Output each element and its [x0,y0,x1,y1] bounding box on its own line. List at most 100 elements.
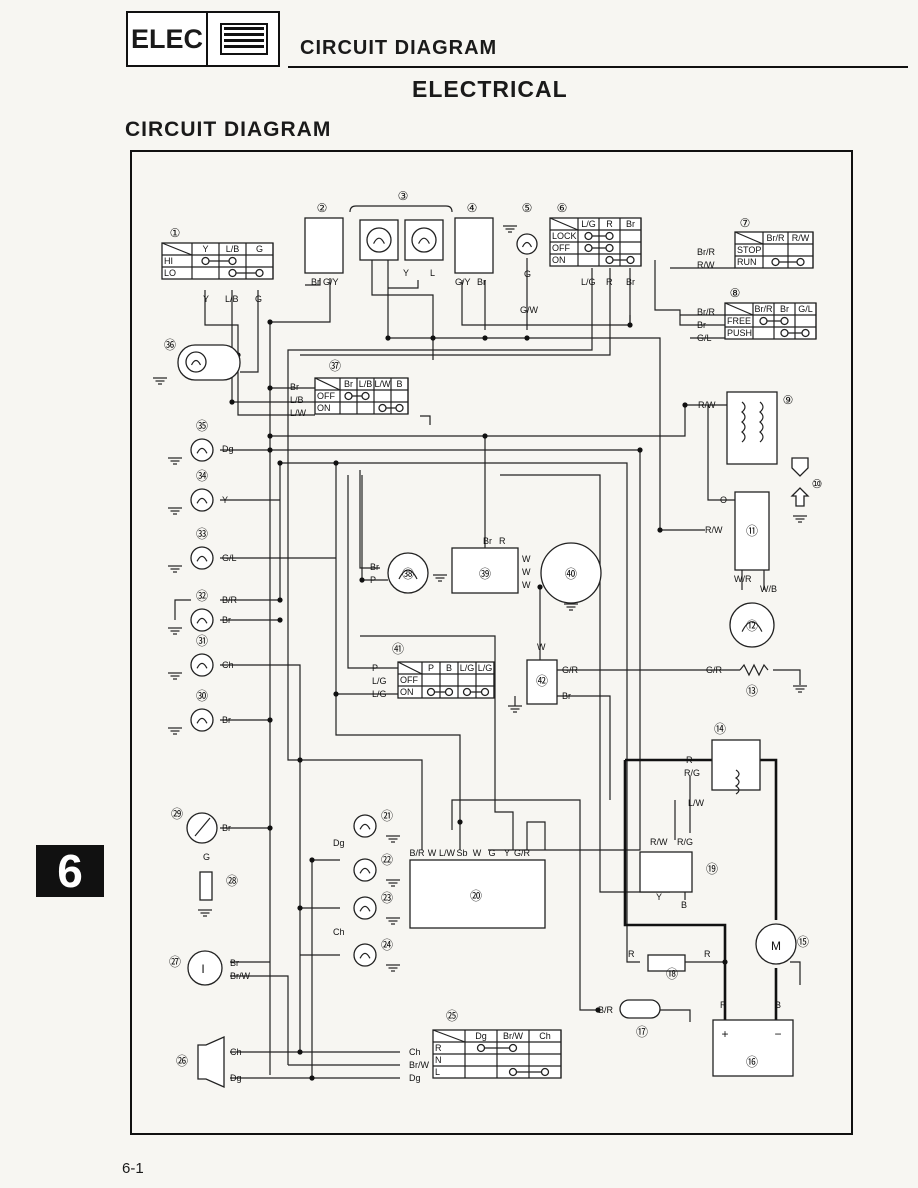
wire-color-label: R/W [650,837,668,847]
wire [388,280,419,289]
wire-color-label: L [430,268,435,278]
table-diagonal [432,1029,466,1043]
meter-lamp [516,233,538,255]
junction-dot [627,322,633,328]
switch-contact [255,268,264,278]
switch-contact [201,256,210,266]
wire-color-label: G/W [520,305,539,315]
wire-color-label: G/L [222,553,237,563]
junction-dot [359,577,365,583]
bulb-filament [196,617,208,624]
junction-dot [385,335,391,341]
component-number-27: ㉗ [169,955,181,969]
switch-contact [605,231,614,241]
wire [526,821,546,850]
signal-lamp [190,608,214,632]
switch-position-label: OFF [400,675,418,685]
bulb-filament [359,867,371,874]
component-number-14: ⑭ [714,722,726,736]
switch-position-label: L [435,1067,440,1077]
junction-dot [297,1049,303,1055]
wire-color-label: Y [403,268,409,278]
wire-color-label: Br [483,536,492,546]
wire [174,599,191,620]
switch-contact [771,257,780,267]
junction-dot [297,905,303,911]
switch-column-label: L/G [478,663,493,673]
component-number-23: ㉓ [381,891,393,905]
coil-winding [741,401,746,443]
pin-label: W [473,848,482,858]
starter-relay [711,739,761,791]
switch-column-label: Ch [539,1031,551,1041]
wire-color-label: L/G [581,277,596,287]
wire-color-label: P [372,663,378,673]
switch-column-label: L/B [226,244,240,254]
switch-column-label: R/W [792,233,810,243]
switch-position-label: R [435,1043,442,1053]
signal-lamp [190,546,214,570]
motor-letter: M [771,939,781,953]
wire-color-label: G [203,852,210,862]
ac-magneto [540,542,602,604]
switch-contact [540,1067,550,1077]
switch-contact [780,316,789,326]
switch-position-label: OFF [552,243,570,253]
switch-position-label: ON [317,403,331,413]
bulb-filament [196,447,208,454]
component-number-5: ⑤ [522,201,533,215]
wire-color-label: Br [230,958,239,968]
wire-color-label: Br/R [697,247,716,257]
component-number-41: ㊶ [392,642,404,656]
switch-contact [759,316,768,326]
switch-column-label: R [606,219,613,229]
wire-color-label: W/B [760,584,777,594]
component-number-16: ⑯ [746,1055,758,1069]
component-number-1: ① [170,226,181,240]
wire-color-label: Br [222,615,231,625]
component-number-11: ⑪ [746,524,758,538]
wire [287,268,593,850]
component-number-29: ㉙ [171,807,183,821]
wire-color-label: W [522,580,531,590]
page-number: 6-1 [122,1160,144,1177]
table-diagonal [314,377,341,391]
junction-dot [482,433,488,439]
junction-dot [457,819,463,825]
switch-contact [361,391,370,401]
switch-column-label: G/L [798,304,813,314]
table-diagonal [161,242,193,256]
switch-column-label: L/B [359,379,373,389]
junction-dot [595,1007,601,1013]
switch-contact [444,687,454,697]
junction-dot [722,959,728,965]
switch-contact [480,687,490,697]
junction-dot [682,402,688,408]
battery [712,1019,794,1077]
wire [347,475,398,669]
switch-column-label: P [428,663,434,673]
switch-position-label: PUSH [727,328,752,338]
component-number-36: ㊱ [164,338,176,352]
wire-color-label: R/G [684,768,700,778]
wire [305,278,321,286]
switch-position-label: RUN [737,257,757,267]
fuse [647,954,686,972]
switch-position-label: LOCK [552,231,577,241]
wire-color-label: Br [562,691,571,701]
wire-color-label: Ch [222,660,234,670]
switch-column-label: Br/R [755,304,774,314]
junction-dot [333,691,339,697]
coil-winding [759,401,764,443]
component-number-37: ㊲ [329,359,341,373]
bulb-filament [196,717,208,724]
wire [654,260,735,326]
header-title: CIRCUIT DIAGRAM [300,37,498,59]
wire [270,449,641,851]
junction-dot [267,319,273,325]
switch-contact [462,687,472,697]
gauge-letter: I [201,962,204,976]
wire-color-label: L/G [372,676,387,686]
junction-dot [482,335,488,341]
wire-color-label: G/L [697,333,712,343]
